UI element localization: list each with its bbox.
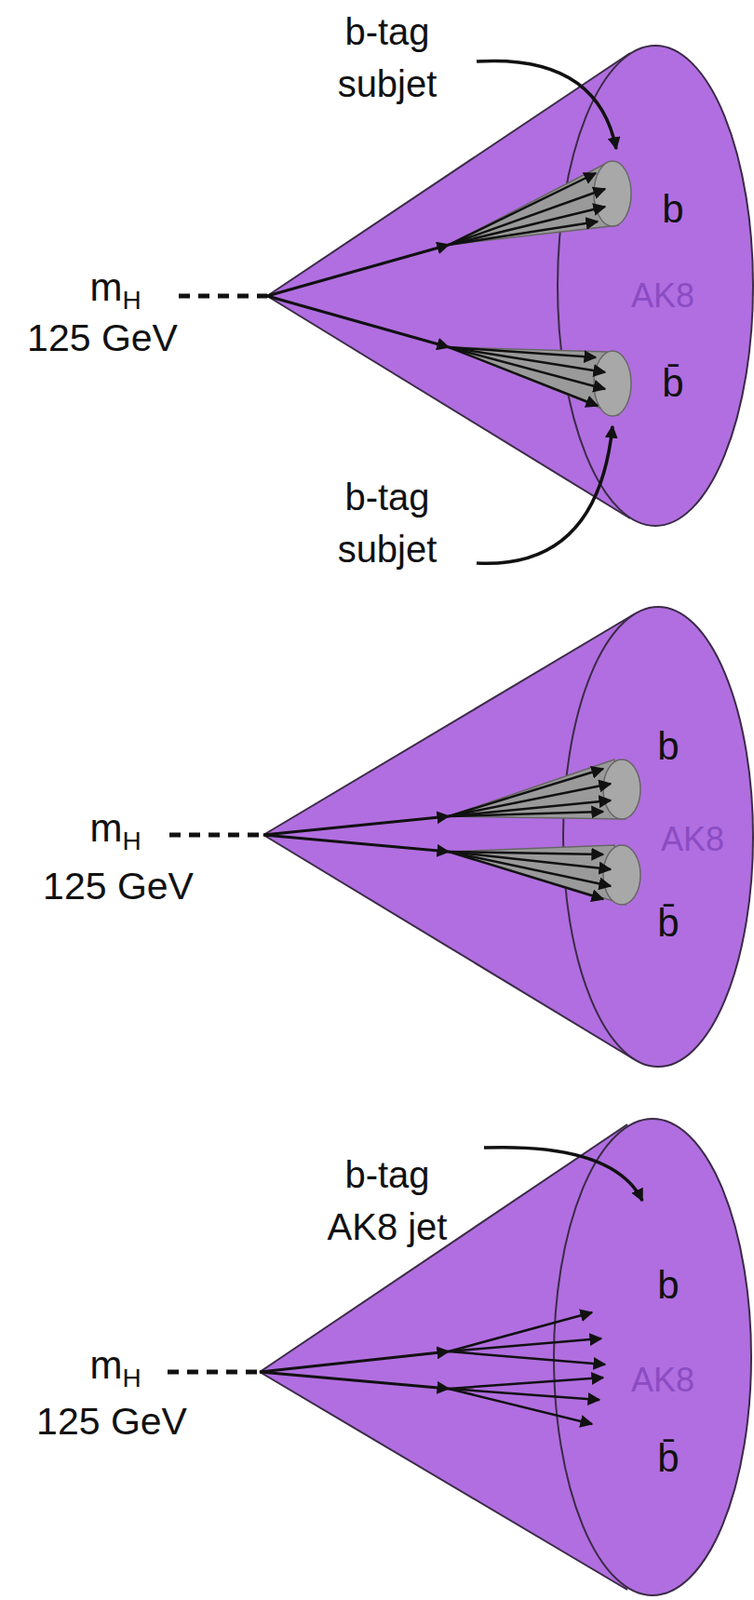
mass-value: 125 GeV <box>42 865 194 908</box>
leader-arrow <box>476 426 613 564</box>
particle-arrows <box>448 173 606 245</box>
particle-arrows <box>448 347 606 406</box>
leader-arrow <box>484 1147 643 1201</box>
parton-arrows <box>259 1351 449 1389</box>
jet-name: AK8 <box>631 277 695 315</box>
higgs-line <box>167 1370 260 1375</box>
cone-edge <box>259 1372 628 1590</box>
ak8-jet-cone <box>259 1118 752 1596</box>
subjet <box>448 845 641 905</box>
annotation: b-tag subjet <box>312 471 462 576</box>
cone-edge <box>267 53 631 297</box>
higgs-line <box>169 833 264 838</box>
cone-mouth <box>553 1118 752 1596</box>
parton-arrow <box>267 296 449 348</box>
cone-edge <box>259 1124 628 1373</box>
mass-symbol: mH <box>89 807 141 857</box>
higgs-line <box>178 294 268 299</box>
mass-symbol: mH <box>89 1344 141 1394</box>
subjet-mouth <box>593 161 632 227</box>
jet-name: AK8 <box>631 1361 695 1400</box>
mass-value: 125 GeV <box>36 1400 188 1443</box>
ak8-jet-cone <box>267 45 754 526</box>
mass-value: 125 GeV <box>26 317 178 360</box>
subjet-cone <box>448 161 619 245</box>
quark-label: b̄ <box>657 902 679 945</box>
cone-edge <box>263 614 634 835</box>
cone-edge <box>263 834 634 1060</box>
quark-label: b <box>657 1264 679 1307</box>
parton-arrow <box>267 244 449 297</box>
quark-label: b <box>661 188 684 231</box>
ak8-jet-cone <box>263 606 754 1067</box>
jet-name: AK8 <box>660 821 725 859</box>
annotation: b-tag subjet <box>312 5 462 110</box>
quark-label: b̄ <box>661 362 684 405</box>
subjet <box>448 759 641 820</box>
leader-arrow <box>476 60 617 149</box>
subjet-mouth <box>593 350 632 417</box>
quark-label: b <box>657 725 679 768</box>
cone-mouth <box>563 606 754 1067</box>
parton-arrows <box>263 816 449 852</box>
annotation: b-tag AK8 jet <box>308 1148 467 1253</box>
cone-edge <box>267 296 631 519</box>
quark-label: b̄ <box>657 1437 679 1481</box>
subjet <box>448 161 632 245</box>
subjet-cone <box>448 347 619 416</box>
particle-arrows <box>448 1312 606 1425</box>
subjet <box>448 347 632 417</box>
cone-mouth <box>557 45 754 526</box>
parton-arrows <box>267 244 449 348</box>
mass-symbol: mH <box>89 266 141 316</box>
